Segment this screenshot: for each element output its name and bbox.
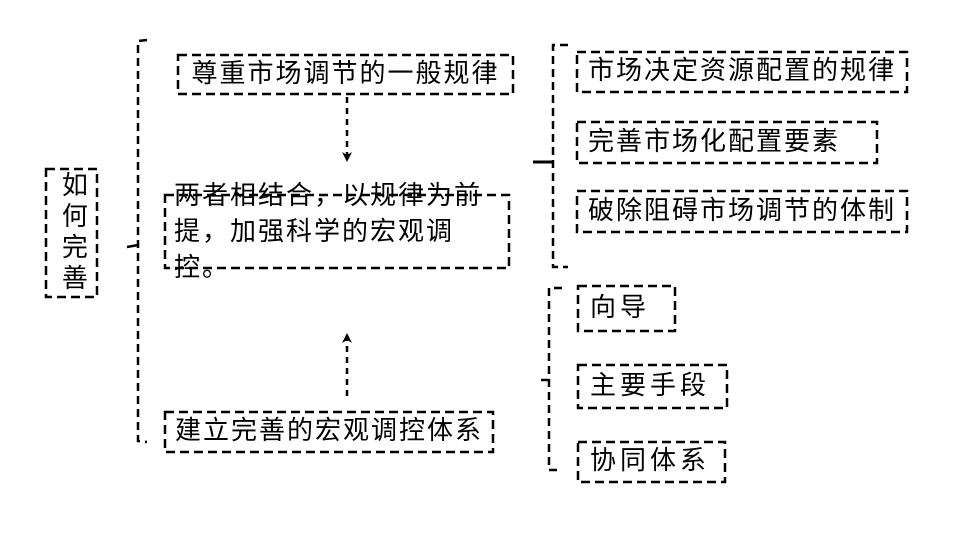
market-item-1-outline	[575, 50, 909, 94]
market-item-1-text: 市场决定资源配置的规律	[588, 56, 897, 87]
market-item-2-label: 完善市场化配置要素	[588, 122, 878, 163]
top-box-outline	[176, 53, 515, 96]
bottom-box-label: 建立完善的宏观调控体系	[165, 412, 493, 452]
market-item-3-outline	[575, 189, 909, 234]
macro-item-3-outline	[576, 440, 727, 484]
root-box-text: 如何完善	[57, 171, 88, 295]
center-box-label: 两者相结合，以规律为前 提，加强科学的宏观调控。	[165, 181, 509, 283]
center-box-outline	[163, 193, 511, 270]
top-box-label: 尊重市场调节的一般规律	[178, 55, 513, 94]
market-item-2-text: 完善市场化配置要素	[588, 126, 841, 157]
macro-item-3-text: 协同体系	[590, 446, 711, 477]
left-bracket-tick	[126, 243, 139, 249]
macro-item-1-label: 向导	[590, 286, 675, 331]
left-bracket-icon	[136, 38, 148, 444]
center-box-text: 两者相结合，以规律为前 提，加强科学的宏观调控。	[174, 180, 483, 283]
market-item-3-text: 破除阻碍市场调节的体制	[588, 195, 897, 226]
macro-item-3-label: 协同体系	[590, 442, 725, 482]
macro-item-1-outline	[576, 284, 677, 333]
macro-item-2-label: 主要手段	[590, 365, 727, 408]
macro-item-2-text: 主要手段	[590, 370, 711, 401]
market-item-2-outline	[575, 120, 879, 165]
market-item-3-label: 破除阻碍市场调节的体制	[588, 191, 908, 232]
macro-item-2-outline	[576, 363, 729, 410]
root-box-outline	[44, 167, 99, 299]
right-top-bracket-icon	[551, 43, 568, 269]
market-item-1-label: 市场决定资源配置的规律	[588, 52, 908, 92]
root-box-label: 如何完善	[46, 169, 97, 297]
macro-item-1-text: 向导	[590, 292, 651, 323]
right-bottom-bracket-icon	[547, 286, 562, 472]
bottom-box-outline	[163, 410, 495, 454]
bottom-box-text: 建立完善的宏观调控体系	[174, 416, 483, 447]
top-box-text: 尊重市场调节的一般规律	[191, 58, 500, 89]
